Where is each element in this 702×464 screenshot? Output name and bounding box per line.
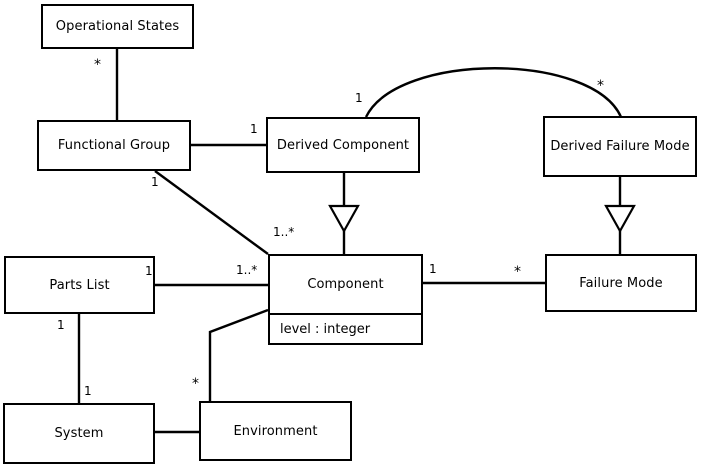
class-name-environment: Environment: [233, 423, 318, 439]
class-name-derived-failure-mode: Derived Failure Mode: [550, 139, 690, 154]
multiplicity-parts-list-component-source: 1: [145, 264, 153, 278]
class-box-environment[interactable]: Environment: [199, 401, 352, 461]
class-box-operational-states[interactable]: Operational States: [41, 4, 194, 49]
multiplicity-parts-list-component-target: 1..*: [236, 263, 258, 277]
class-box-derived-component[interactable]: Derived Component: [266, 117, 420, 173]
multiplicity-component-failure-mode-target: *: [514, 264, 521, 280]
edge-environment-component: [208, 308, 269, 401]
multiplicity-parts-list-system-source: 1: [57, 318, 65, 332]
edge-functional-group-component: [154, 170, 269, 255]
class-box-derived-failure-mode[interactable]: Derived Failure Mode: [543, 116, 697, 177]
edge-derived-component-derived-failure-mode-arc: [364, 67, 623, 118]
multiplicity-functional-group-component-target: 1..*: [273, 225, 295, 239]
generalization-component-derived-component: [328, 173, 360, 254]
multiplicity-functional-group-component-source: 1: [151, 175, 159, 189]
class-name-parts-list: Parts List: [49, 277, 110, 293]
class-name-derived-component: Derived Component: [276, 137, 410, 153]
generalization-failure-mode-derived-failure-mode: [604, 177, 636, 254]
multiplicity-functional-group-derived-component: 1: [250, 122, 258, 136]
multiplicity-arc-derived-failure-mode-end: *: [597, 78, 604, 94]
class-box-component[interactable]: Component level : integer: [268, 254, 423, 345]
class-box-parts-list[interactable]: Parts List: [4, 256, 155, 314]
class-name-component: Component: [307, 277, 384, 292]
class-box-functional-group[interactable]: Functional Group: [37, 120, 191, 171]
generalization-triangle-icon: [604, 204, 636, 234]
multiplicity-operational-states-functional-group: *: [94, 57, 101, 73]
multiplicity-parts-list-system-target: 1: [84, 384, 92, 398]
generalization-triangle-icon: [328, 204, 360, 234]
class-box-system[interactable]: System: [3, 403, 155, 464]
class-box-failure-mode[interactable]: Failure Mode: [545, 254, 697, 312]
class-name-functional-group: Functional Group: [57, 138, 171, 153]
class-name-operational-states: Operational States: [55, 19, 180, 34]
multiplicity-environment-component: *: [192, 376, 199, 392]
class-name-system: System: [54, 426, 104, 441]
multiplicity-arc-derived-component-end: 1: [355, 91, 363, 105]
multiplicity-component-failure-mode-source: 1: [429, 262, 437, 276]
class-attribute-component-level: level : integer: [270, 313, 421, 343]
associations: [77, 49, 623, 434]
class-name-failure-mode: Failure Mode: [579, 275, 663, 291]
